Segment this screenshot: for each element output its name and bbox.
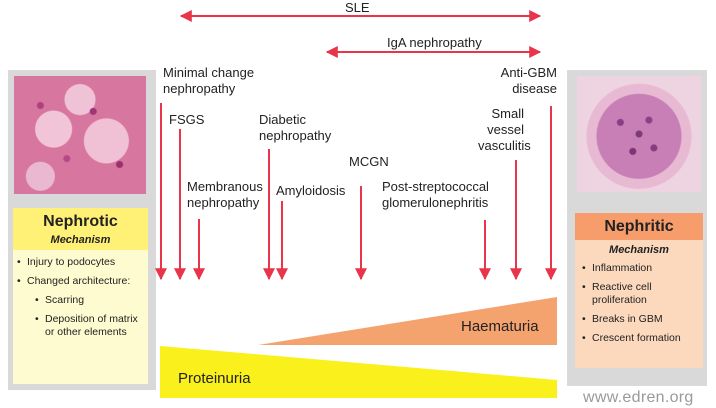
membranous-label: Membranous nephropathy xyxy=(187,179,263,210)
nephrotic-box: Nephrotic Mechanism Injury to podocytes … xyxy=(13,208,148,384)
iga-nephropathy-label: IgA nephropathy xyxy=(387,35,482,50)
nephritic-title: Nephritic xyxy=(604,218,674,235)
minimal-change-label: Minimal change nephropathy xyxy=(163,65,255,96)
haematuria-wedge xyxy=(258,297,557,345)
fsgs-label: FSGS xyxy=(169,112,205,127)
post-strep-label: Post-streptococcal glomerulonephritis xyxy=(382,179,489,210)
nephrotic-header: Nephrotic Mechanism xyxy=(13,208,148,250)
nephrotic-item: Injury to podocytes xyxy=(16,256,148,269)
nephrotic-subtitle: Mechanism xyxy=(50,234,111,246)
proteinuria-wedge xyxy=(160,346,557,398)
nephritic-item: Breaks in GBM xyxy=(581,313,703,326)
anti-gbm-label: Anti-GBM disease xyxy=(500,65,557,96)
nephritic-item: Inflammation xyxy=(581,262,703,275)
nephritic-item: Reactive cell proliferation xyxy=(581,281,703,307)
amyloidosis-label: Amyloidosis xyxy=(276,183,346,198)
sle-label: SLE xyxy=(345,0,370,15)
nephritic-box: Nephritic Mechanism Inflammation Reactiv… xyxy=(575,213,703,368)
nephrotic-item: Deposition of matrix or other elements xyxy=(34,313,148,339)
nephritic-header: Nephritic xyxy=(575,213,703,240)
proteinuria-label: Proteinuria xyxy=(178,370,251,387)
nephrotic-item: Scarring xyxy=(34,294,148,307)
nephrotic-title: Nephrotic xyxy=(43,213,118,230)
nephritic-item: Crescent formation xyxy=(581,332,703,345)
edren-watermark: www.edren.org xyxy=(583,389,694,406)
diabetic-label: Diabetic nephropathy xyxy=(259,112,332,143)
mcgn-label: MCGN xyxy=(349,154,389,169)
nephritic-subtitle: Mechanism xyxy=(609,244,669,256)
nephritic-histology-image xyxy=(577,76,701,192)
small-vessel-label: Small vessel vasculitis xyxy=(478,106,531,153)
nephrotic-histology-image xyxy=(14,76,146,194)
nephrotic-item: Changed architecture: xyxy=(16,275,148,288)
haematuria-label: Haematuria xyxy=(461,318,539,335)
